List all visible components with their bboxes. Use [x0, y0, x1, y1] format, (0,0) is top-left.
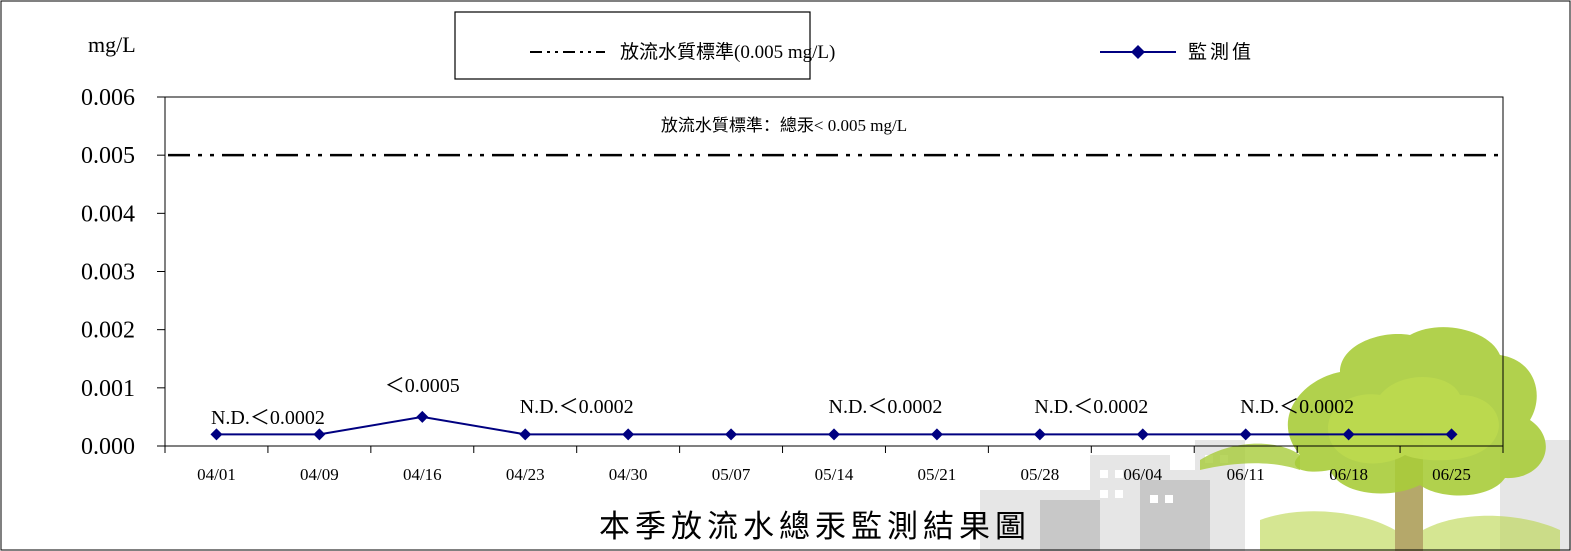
y-tick-label: 0.002 [81, 318, 135, 344]
data-label: N.D.＜0.0002 [1034, 396, 1148, 418]
data-label: ＜0.0005 [385, 375, 460, 397]
y-axis: 0.000 0.001 0.002 0.003 0.004 0.005 0.006 [81, 85, 165, 460]
x-tick-label: 04/23 [506, 465, 545, 484]
legend-box [454, 11, 811, 80]
data-point-marker [622, 428, 635, 441]
y-axis-label: mg/L [88, 32, 136, 57]
data-point-marker [210, 428, 223, 441]
data-label: N.D.＜0.0002 [211, 407, 325, 429]
data-point-marker [1239, 428, 1252, 441]
tree-illustration [1200, 327, 1560, 551]
x-tick-label: 04/16 [403, 465, 442, 484]
x-tick-label: 05/21 [918, 465, 957, 484]
y-tick-label: 0.000 [81, 434, 135, 460]
data-point-marker [313, 428, 326, 441]
series-markers [210, 410, 1458, 441]
x-tick-label: 06/18 [1329, 465, 1368, 484]
x-tick-label: 05/28 [1020, 465, 1059, 484]
legend-reference-label: 放流水質標準(0.005 mg/L) [620, 41, 835, 63]
data-point-marker [1342, 428, 1355, 441]
x-tick-label: 06/04 [1123, 465, 1162, 484]
data-point-marker [1033, 428, 1046, 441]
y-tick-label: 0.004 [81, 201, 135, 227]
x-tick-label: 06/25 [1432, 465, 1471, 484]
data-point-marker [930, 428, 943, 441]
data-label: N.D.＜0.0002 [1240, 396, 1354, 418]
chart-title: 本季放流水總汞監測結果圖 [599, 509, 1031, 544]
x-tick-label: 04/09 [300, 465, 339, 484]
y-tick-label: 0.003 [81, 260, 135, 286]
reference-line-label: 放流水質標準：總汞< 0.005 mg/L [661, 116, 907, 135]
legend: 放流水質標準(0.005 mg/L) 監測值 [454, 11, 1254, 80]
y-tick-label: 0.001 [81, 376, 135, 402]
y-tick-label: 0.006 [81, 85, 135, 111]
data-point-marker [828, 428, 840, 441]
legend-series-label: 監測值 [1188, 41, 1254, 63]
x-tick-label: 06/11 [1227, 465, 1265, 484]
x-tick-label: 05/14 [815, 465, 854, 484]
data-point-marker [725, 428, 738, 441]
data-point-marker [416, 410, 429, 423]
x-tick-label: 04/01 [197, 465, 236, 484]
x-tick-label: 04/30 [609, 465, 648, 484]
data-point-marker [1136, 428, 1149, 441]
x-tick-label: 05/07 [712, 465, 751, 484]
legend-series-marker [1131, 45, 1145, 59]
data-point-marker [519, 428, 532, 441]
x-axis: 04/01 04/09 04/16 04/23 04/30 05/07 05/14 05/21… [164, 446, 1504, 484]
data-point-marker [1445, 428, 1458, 441]
background-illustration [980, 327, 1571, 551]
data-label: N.D.＜0.0002 [520, 396, 634, 418]
data-label: N.D.＜0.0002 [829, 396, 943, 418]
y-tick-label: 0.005 [81, 143, 135, 169]
